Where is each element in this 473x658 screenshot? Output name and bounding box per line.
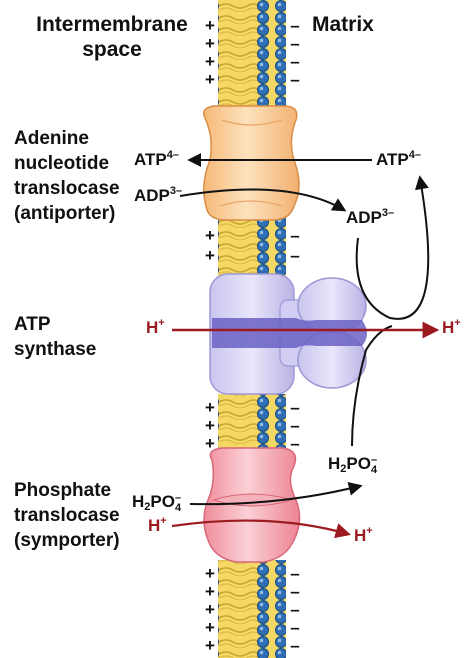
positive-charge-sign: + bbox=[203, 436, 217, 451]
atp-left-charge: 4– bbox=[167, 149, 179, 161]
adp-right-base: ADP bbox=[346, 208, 382, 227]
positive-charge-sign: + bbox=[203, 248, 217, 263]
h-symporter-left-label: H+ bbox=[148, 516, 167, 536]
symporter-line-3: (symporter) bbox=[14, 528, 120, 553]
membrane-segment bbox=[218, 212, 286, 276]
positive-charge-sign: + bbox=[203, 36, 217, 51]
atp-left-label: ATP4– bbox=[134, 150, 179, 170]
antiporter-line-4: (antiporter) bbox=[14, 201, 120, 226]
positive-charge-sign: + bbox=[203, 418, 217, 433]
h2po4-left-po: PO bbox=[150, 492, 175, 511]
adp-left-base: ADP bbox=[134, 186, 170, 205]
positive-charge-sign: + bbox=[203, 584, 217, 599]
antiporter-line-1: Adenine bbox=[14, 126, 120, 151]
h2po4-right-sub4: 4 bbox=[371, 460, 377, 480]
antiporter-protein bbox=[204, 106, 299, 220]
adp-left-label: ADP3– bbox=[134, 186, 182, 206]
positive-charge-sign: + bbox=[203, 602, 217, 617]
negative-charge-sign: – bbox=[288, 72, 302, 87]
negative-charge-sign: – bbox=[288, 638, 302, 653]
h-synthase-right-charge: + bbox=[454, 317, 460, 329]
atp-synthase-label: ATP synthase bbox=[14, 312, 96, 362]
h2po4-right-h: H bbox=[328, 454, 340, 473]
symporter-line-1: Phosphate bbox=[14, 478, 120, 503]
negative-charge-sign: – bbox=[288, 36, 302, 51]
negative-charge-sign: – bbox=[288, 248, 302, 263]
h2po4-left-sub4: 4 bbox=[175, 498, 181, 518]
positive-charge-sign: + bbox=[203, 18, 217, 33]
positive-charge-sign: + bbox=[203, 54, 217, 69]
intermembrane-line-2: space bbox=[22, 37, 202, 62]
positive-charge-sign: + bbox=[203, 72, 217, 87]
adp-left-charge: 3– bbox=[170, 185, 182, 197]
negative-charge-sign: – bbox=[288, 566, 302, 581]
h-synthase-right-label: H+ bbox=[442, 318, 461, 338]
positive-charge-sign: + bbox=[203, 638, 217, 653]
h-synthase-right-base: H bbox=[442, 318, 454, 337]
h2po4-right-label: H2PO–4 bbox=[328, 454, 380, 479]
positive-charge-sign: + bbox=[203, 620, 217, 635]
h2po4-left-h: H bbox=[132, 492, 144, 511]
h-synthase-left-label: H+ bbox=[146, 318, 165, 338]
synthase-cycle-arrow bbox=[357, 178, 429, 319]
h-symporter-left-charge: + bbox=[160, 515, 166, 527]
antiporter-label: Adenine nucleotide translocase (antiport… bbox=[14, 126, 120, 226]
adp-right-charge: 3– bbox=[382, 207, 394, 219]
h2po4-left-label: H2PO–4 bbox=[132, 492, 184, 517]
atp-synthase-protein bbox=[210, 274, 367, 394]
negative-charge-sign: – bbox=[288, 584, 302, 599]
atp-right-charge: 4– bbox=[409, 149, 421, 161]
negative-charge-sign: – bbox=[288, 436, 302, 451]
negative-charge-sign: – bbox=[288, 18, 302, 33]
h-synthase-left-base: H bbox=[146, 318, 158, 337]
negative-charge-sign: – bbox=[288, 228, 302, 243]
membrane-segment bbox=[218, 560, 286, 658]
antiporter-line-3: translocase bbox=[14, 176, 120, 201]
positive-charge-sign: + bbox=[203, 400, 217, 415]
atp-synthase-line-1: ATP bbox=[14, 312, 96, 337]
atp-right-base: ATP bbox=[376, 150, 409, 169]
antiporter-line-2: nucleotide bbox=[14, 151, 120, 176]
matrix-label: Matrix bbox=[312, 12, 374, 37]
negative-charge-sign: – bbox=[288, 418, 302, 433]
adp-right-label: ADP3– bbox=[346, 208, 394, 228]
positive-charge-sign: + bbox=[203, 566, 217, 581]
negative-charge-sign: – bbox=[288, 620, 302, 635]
intermembrane-line-1: Intermembrane bbox=[22, 12, 202, 37]
h-symporter-right-charge: + bbox=[366, 525, 372, 537]
h-symporter-left-base: H bbox=[148, 516, 160, 535]
h-symporter-right-label: H+ bbox=[354, 526, 373, 546]
negative-charge-sign: – bbox=[288, 602, 302, 617]
atp-left-base: ATP bbox=[134, 150, 167, 169]
symporter-line-2: translocase bbox=[14, 503, 120, 528]
membrane-segment bbox=[218, 0, 286, 116]
h2po4-right-po: PO bbox=[346, 454, 371, 473]
negative-charge-sign: – bbox=[288, 54, 302, 69]
negative-charge-sign: – bbox=[288, 400, 302, 415]
atp-synthase-line-2: synthase bbox=[14, 337, 96, 362]
positive-charge-sign: + bbox=[203, 228, 217, 243]
h-symporter-right-base: H bbox=[354, 526, 366, 545]
h-synthase-left-charge: + bbox=[158, 317, 164, 329]
symporter-label: Phosphate translocase (symporter) bbox=[14, 478, 120, 553]
intermembrane-space-label: Intermembrane space bbox=[22, 12, 202, 62]
atp-right-label: ATP4– bbox=[376, 150, 421, 170]
